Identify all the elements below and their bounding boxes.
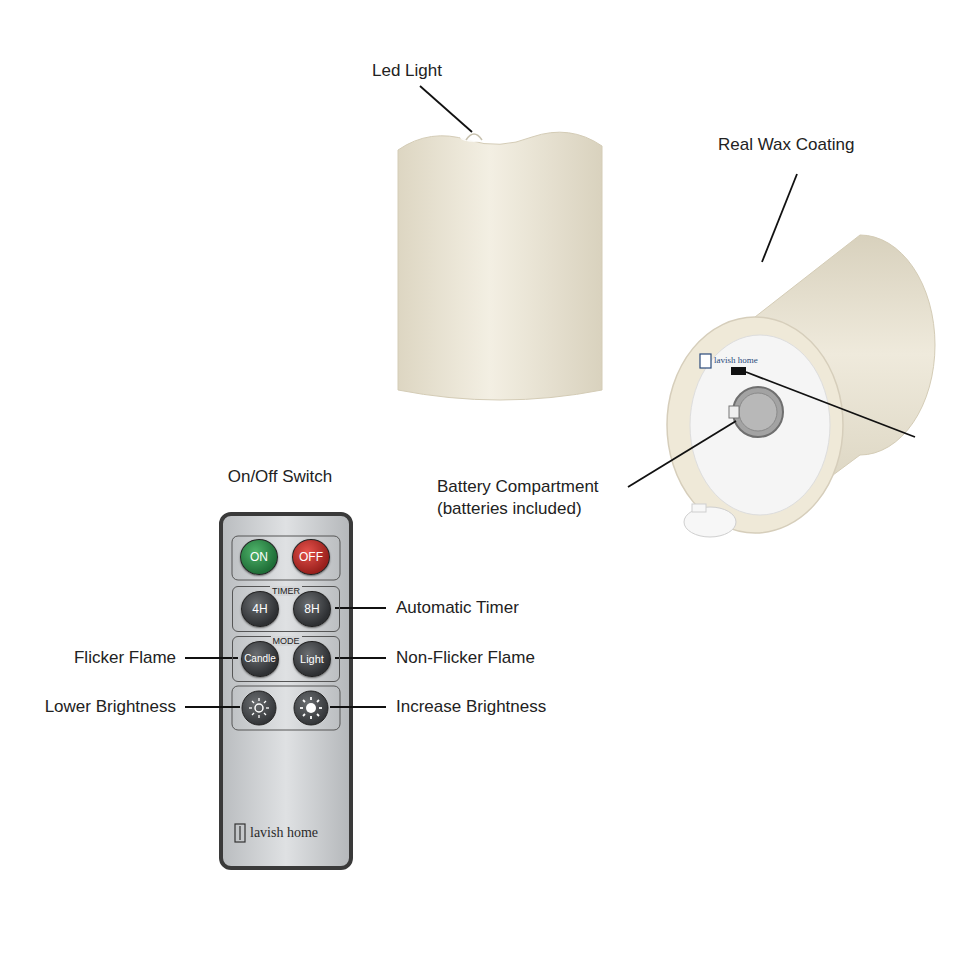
timer-8h-button: 8H	[293, 591, 331, 627]
button-text: Light	[300, 652, 324, 666]
mode-group: MODE Candle Light	[232, 636, 340, 682]
candle-mode-button: Candle	[241, 641, 279, 677]
function-label: Non-Flicker Flame	[396, 648, 535, 667]
brand-mark: lavish home	[250, 825, 318, 840]
button-text: Candle	[244, 652, 276, 666]
function-label-box: Non-Flicker Flame	[396, 647, 596, 669]
button-text: OFF	[299, 550, 323, 564]
function-label-box: Lower Brightness	[6, 696, 176, 718]
remote-control	[221, 514, 351, 868]
part-label: On/Off Switch	[228, 467, 333, 486]
function-label: Lower Brightness	[45, 697, 176, 716]
button-text: ON	[250, 550, 268, 564]
candle-upright	[398, 132, 602, 400]
group-heading: TIMER	[270, 586, 302, 596]
light-mode-button: Light	[293, 641, 331, 677]
part-label-box: Led Light	[372, 60, 492, 82]
brand-mark: lavish home	[714, 355, 758, 365]
part-label-box: Battery Compartment (batteries included)	[437, 476, 625, 520]
button-text: 4H	[252, 602, 267, 616]
function-label: Flicker Flame	[74, 648, 176, 667]
group-heading: MODE	[271, 636, 302, 646]
leader-lines	[185, 86, 915, 707]
part-label: Battery Compartment (batteries included)	[437, 477, 599, 518]
timer-4h-button: 4H	[241, 591, 279, 627]
part-label: Real Wax Coating	[718, 135, 854, 154]
function-label: Automatic Timer	[396, 598, 519, 617]
off-button: OFF	[292, 539, 330, 575]
brand-mark-box: lavish home	[250, 824, 346, 842]
on-button: ON	[240, 539, 278, 575]
part-label-box: On/Off Switch	[200, 466, 360, 488]
button-text: 8H	[304, 602, 319, 616]
timer-group: TIMER4H 8H	[232, 586, 340, 632]
function-label-box: Flicker Flame	[10, 647, 176, 669]
part-label-box: Real Wax Coating	[718, 134, 918, 156]
function-label-box: Automatic Timer	[396, 597, 596, 619]
part-label: Led Light	[372, 61, 442, 80]
function-label-box: Increase Brightness	[396, 696, 616, 718]
brand-mark-box: lavish home	[714, 354, 794, 367]
function-label: Increase Brightness	[396, 697, 546, 716]
candle-lying	[667, 235, 935, 537]
